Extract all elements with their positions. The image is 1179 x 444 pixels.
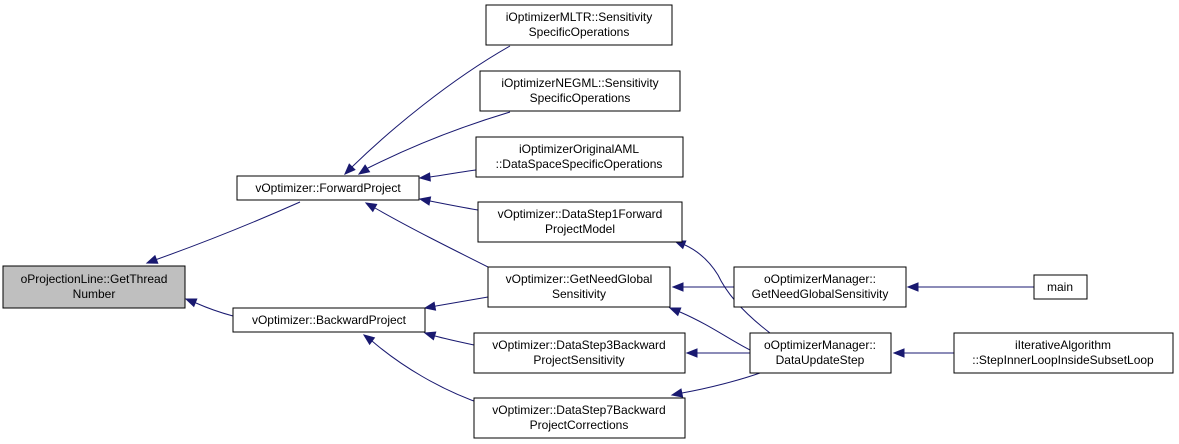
node-label: vOptimizer::DataStep1Forward	[498, 207, 663, 221]
node-label: Sensitivity	[552, 287, 606, 301]
node-label: vOptimizer::DataStep3Backward	[492, 338, 665, 352]
edge-forward-to-root	[145, 201, 301, 264]
arrowhead-icon	[184, 298, 198, 308]
node-label: iOptimizerOriginalAML	[519, 142, 639, 156]
node-label: vOptimizer::BackwardProject	[252, 313, 407, 327]
edge-ds7-to-backward	[362, 334, 486, 406]
arrowhead-icon	[671, 282, 684, 292]
edge-line	[367, 111, 511, 169]
edge-line	[154, 259, 157, 261]
edge-mgr_dus-to-gng	[668, 307, 751, 351]
arrowhead-icon	[364, 202, 378, 213]
edge-line	[352, 45, 511, 167]
node-label: SpecificOperations	[529, 25, 630, 39]
node-label: ProjectModel	[545, 222, 615, 236]
edge-mltr-to-forward	[344, 45, 511, 175]
edge-ds1-to-forward	[418, 196, 479, 211]
arrowhead-icon	[685, 348, 698, 358]
node-main[interactable]: main	[1033, 274, 1088, 300]
edge-line	[351, 165, 354, 168]
edge-main-to-mgr_gng	[906, 282, 1034, 292]
node-forward-project[interactable]: vOptimizer::ForwardProject	[236, 175, 420, 201]
edge-line	[435, 296, 489, 307]
edge-line	[371, 340, 486, 406]
node-label: oOptimizerManager::	[764, 338, 876, 352]
node-label: iOptimizerMLTR::Sensitivity	[506, 10, 652, 24]
edge-ds3-to-backward	[423, 331, 475, 346]
edge-mgr_dus-to-ds7	[670, 372, 761, 398]
node-get-thread-number[interactable]: oProjectionLine::GetThread Number	[2, 265, 186, 309]
arrowhead-icon	[362, 334, 376, 346]
node-original-aml-data-space-specific-operations[interactable]: iOptimizerOriginalAML ::DataSpaceSpecifi…	[475, 136, 684, 178]
edge-line	[684, 244, 771, 334]
edge-origaml-to-forward	[418, 169, 477, 182]
edge-line	[681, 372, 761, 394]
arrowhead-icon	[423, 331, 437, 341]
node-label: GetNeedGlobalSensitivity	[752, 287, 889, 301]
edge-mgr_dus-to-ds3	[685, 348, 750, 358]
edge-line	[154, 201, 301, 261]
node-backward-project[interactable]: vOptimizer::BackwardProject	[232, 307, 426, 333]
arrowhead-icon	[357, 164, 371, 175]
edge-gng-to-forward	[364, 202, 491, 269]
node-label: DataUpdateStep	[776, 353, 865, 367]
edge-line	[434, 335, 475, 346]
edge-mgr_gng-to-gng	[671, 282, 734, 292]
edge-negml-to-forward	[357, 111, 511, 175]
node-negml-sensitivity-specific-operations[interactable]: iOptimizerNEGML::Sensitivity SpecificOpe…	[479, 70, 681, 112]
arrowhead-icon	[668, 307, 682, 317]
node-label: oProjectionLine::GetThread	[21, 272, 168, 286]
node-label: ::DataSpaceSpecificOperations	[496, 157, 663, 171]
node-label: ProjectSensitivity	[533, 353, 624, 367]
edge-mgr_dus-to-ds1	[673, 240, 771, 334]
edge-iter-to-mgr_dus	[892, 348, 954, 358]
arrowhead-icon	[418, 196, 432, 206]
node-get-need-global-sensitivity[interactable]: vOptimizer::GetNeedGlobal Sensitivity	[487, 266, 671, 308]
edge-line	[679, 311, 751, 351]
arrowhead-icon	[892, 348, 905, 358]
arrowhead-icon	[670, 388, 684, 398]
node-label: SpecificOperations	[530, 91, 631, 105]
node-label: Number	[73, 287, 116, 301]
node-label: vOptimizer::GetNeedGlobal	[506, 272, 653, 286]
arrowhead-icon	[423, 301, 437, 311]
edge-line	[429, 200, 479, 211]
arrowhead-icon	[418, 172, 431, 182]
node-label: iOptimizerNEGML::Sensitivity	[501, 76, 658, 90]
node-data-step1-forward-project-model[interactable]: vOptimizer::DataStep1Forward ProjectMode…	[477, 201, 683, 243]
node-manager-get-need-global-sensitivity[interactable]: oOptimizerManager:: GetNeedGlobalSensiti…	[733, 266, 907, 308]
node-label: ::StepInnerLoopInsideSubsetLoop	[972, 353, 1154, 367]
edge-backward-to-root	[184, 298, 234, 317]
node-data-step7-backward-project-corrections[interactable]: vOptimizer::DataStep7Backward ProjectCor…	[473, 397, 686, 439]
node-step-inner-loop-inside-subset-loop[interactable]: iIterativeAlgorithm ::StepInnerLoopInsid…	[953, 332, 1174, 374]
node-label: main	[1047, 280, 1073, 294]
node-label: vOptimizer::DataStep7Backward	[492, 403, 665, 417]
node-label: ProjectCorrections	[530, 418, 629, 432]
node-data-step3-backward-project-sensitivity[interactable]: vOptimizer::DataStep3Backward ProjectSen…	[473, 332, 686, 374]
node-manager-data-update-step[interactable]: oOptimizerManager:: DataUpdateStep	[749, 332, 892, 374]
edge-line	[429, 169, 477, 178]
node-label: oOptimizerManager::	[764, 272, 876, 286]
node-label: vOptimizer::ForwardProject	[255, 181, 401, 195]
node-label: iIterativeAlgorithm	[1015, 338, 1111, 352]
edge-line	[374, 207, 491, 269]
edge-line	[195, 302, 234, 317]
node-mltr-sensitivity-specific-operations[interactable]: iOptimizerMLTR::Sensitivity SpecificOper…	[485, 4, 673, 46]
edge-gng-to-backward	[423, 296, 489, 311]
arrowhead-icon	[906, 282, 919, 292]
